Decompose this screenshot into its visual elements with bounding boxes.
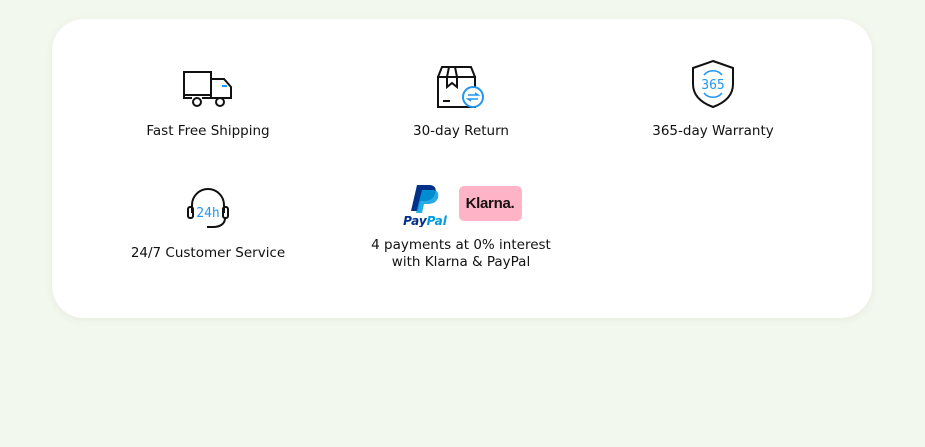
feature-label: Fast Free Shipping <box>146 123 270 139</box>
paypal-logo: PayPal <box>403 185 448 227</box>
feature-customer-service: 24h 24/7 Customer Service <box>88 183 328 262</box>
service-icon-text: 24h <box>196 206 219 221</box>
warranty-shield-icon: 365 <box>692 59 734 109</box>
payments-label-line1: 4 payments at 0% interest <box>371 237 551 253</box>
feature-return: 30-day Return <box>341 61 581 140</box>
klarna-logo: Klarna. <box>458 186 522 221</box>
feature-payments: PayPal Klarna. 4 payments at 0% interest… <box>341 183 581 271</box>
warranty-icon-text: 365 <box>701 78 724 93</box>
feature-label: 24/7 Customer Service <box>130 245 286 261</box>
feature-label: 4 payments at 0% interest with Klarna & … <box>341 237 581 271</box>
feature-shipping: Fast Free Shipping <box>88 61 328 140</box>
return-box-icon <box>437 66 484 108</box>
features-card: Fast Free Shipping 30-day Return 365 365… <box>52 19 872 318</box>
feature-warranty: 365 365-day Warranty <box>593 59 833 140</box>
headset-24h-icon: 24h <box>187 188 229 228</box>
feature-label: 30-day Return <box>413 123 509 139</box>
feature-label: 365-day Warranty <box>652 123 774 139</box>
payments-label-line2: with Klarna & PayPal <box>391 254 531 270</box>
svg-text:PayPal: PayPal <box>403 214 448 227</box>
truck-icon <box>183 71 232 107</box>
